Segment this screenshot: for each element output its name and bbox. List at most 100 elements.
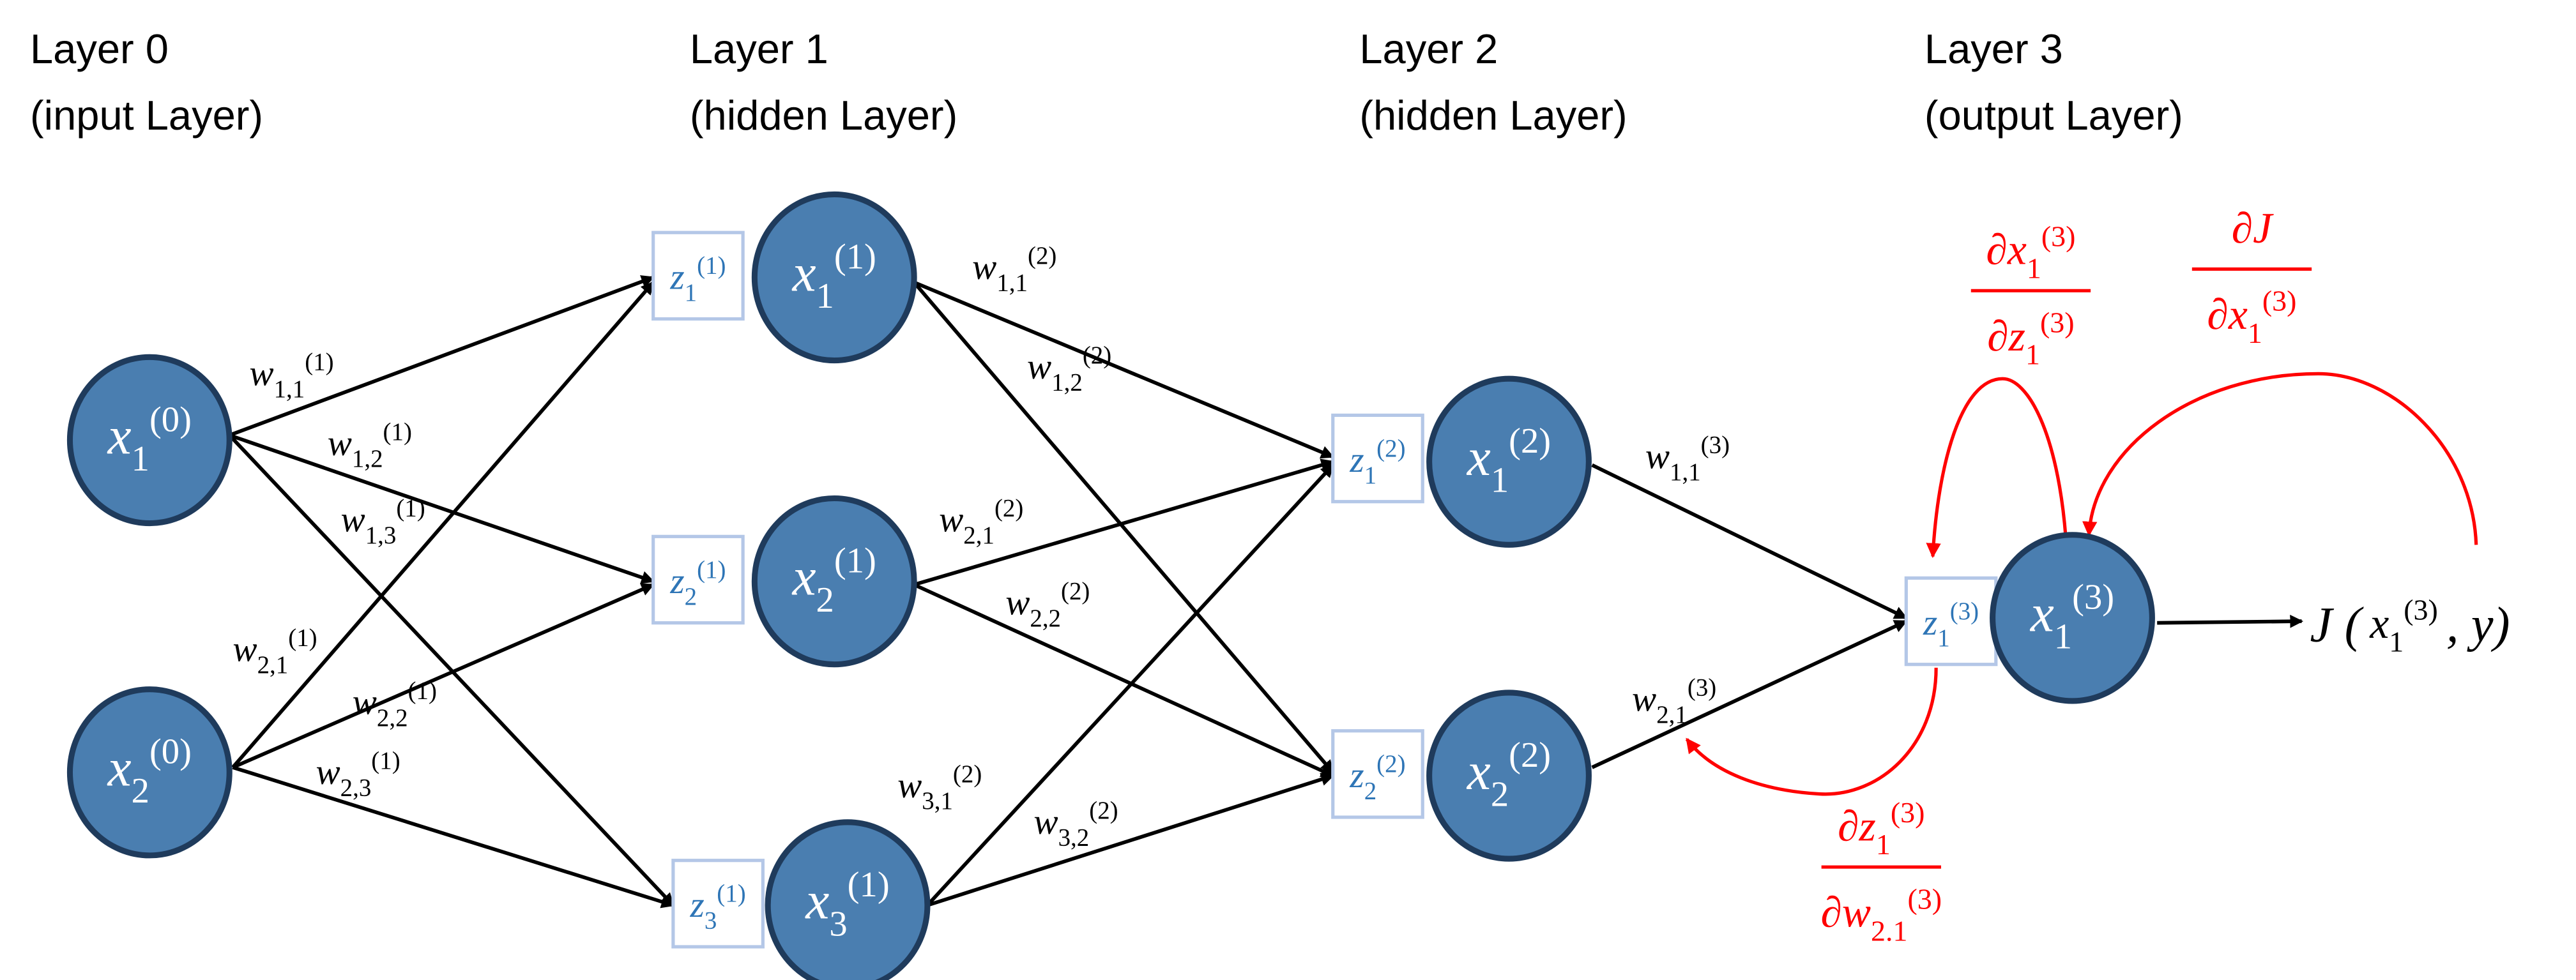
math-subscript: 2 xyxy=(816,580,834,620)
math-superscript: (2) xyxy=(1089,797,1118,824)
layer-2-title: Layer 2 xyxy=(1359,26,1498,72)
weight-label: w2,2(1) xyxy=(353,677,437,732)
z-label: z2(2) xyxy=(1349,750,1405,804)
math-subscript: 1 xyxy=(132,439,149,479)
math-subscript: 1,1 xyxy=(274,375,305,403)
neuron-label: x1(1) xyxy=(791,237,876,316)
math-superscript: (2) xyxy=(953,760,982,788)
math-base: w xyxy=(1005,583,1030,623)
z-label: z1(1) xyxy=(669,252,726,306)
nodes: x1(0)x2(0)x1(1)x2(1)x3(1)x1(2)x2(2)x1(3) xyxy=(66,191,2155,980)
math-superscript: (3) xyxy=(1701,432,1730,459)
math-subscript: 2 xyxy=(1491,774,1509,814)
math-superscript: (0) xyxy=(149,400,192,439)
gradient-arrows xyxy=(1685,372,2478,796)
math-base: w xyxy=(232,629,257,669)
gradient-arrow-weight xyxy=(1685,667,1938,796)
math-base: w xyxy=(972,247,996,287)
math-base: w xyxy=(341,500,365,540)
layer-3-subtitle: (output Layer) xyxy=(1924,92,2183,139)
z-box xyxy=(1904,576,1998,667)
math-base: z xyxy=(669,257,684,298)
math-base: x xyxy=(804,872,829,931)
neuron-label: x2(2) xyxy=(1466,735,1551,815)
cost-prefix: J ( xyxy=(2310,596,2364,652)
z-boxes: z1(1)z2(1)z3(1)z1(2)z2(2)z1(3) xyxy=(652,230,1998,949)
math-subscript: 1 xyxy=(2027,252,2041,284)
math-base: x xyxy=(107,407,132,465)
neuron-label: x3(1) xyxy=(804,865,889,944)
neuron-label: x1(2) xyxy=(1466,421,1551,501)
math-base: ∂J xyxy=(2232,204,2274,252)
math-superscript: (3) xyxy=(1908,882,1942,915)
math-base: z xyxy=(1923,603,1937,643)
edge-arrow xyxy=(913,280,1335,459)
math-superscript: (3) xyxy=(1891,796,1925,829)
math-base: x xyxy=(2029,585,2054,644)
math-superscript: (2) xyxy=(1376,750,1405,778)
math-base: z xyxy=(690,885,705,925)
math-subscript: 3,1 xyxy=(922,787,953,815)
math-superscript: (1) xyxy=(408,677,437,705)
fraction-numerator: ∂z1(3) xyxy=(1838,796,1924,861)
cost-suffix: , y) xyxy=(2446,596,2510,652)
math-superscript: (1) xyxy=(288,624,317,651)
math-superscript: (0) xyxy=(149,732,192,772)
math-subscript: 2 xyxy=(685,583,697,610)
neuron-circle xyxy=(1426,375,1592,548)
layer-1-title: Layer 1 xyxy=(690,26,828,72)
math-superscript: (2) xyxy=(1376,435,1405,462)
math-subscript: 1 xyxy=(2248,317,2262,349)
z-label: z1(2) xyxy=(1349,435,1405,489)
math-base: ∂w xyxy=(1820,889,1871,937)
fraction-denominator: ∂z1(3) xyxy=(1987,306,2074,371)
neuron-label: x2(1) xyxy=(791,541,876,620)
math-base: z xyxy=(669,561,684,601)
math-superscript: (2) xyxy=(1083,342,1111,369)
math-superscript: (2) xyxy=(995,495,1023,522)
math-superscript: (3) xyxy=(2072,578,2114,617)
math-superscript: (1) xyxy=(396,495,425,522)
layer-1-subtitle: (hidden Layer) xyxy=(690,92,957,139)
math-base: ∂x xyxy=(2207,290,2247,338)
math-subscript: 1 xyxy=(2389,626,2404,658)
neuron-label: x1(3) xyxy=(2029,578,2114,657)
math-base: ∂z xyxy=(1838,802,1876,850)
math-subscript: 2,1 xyxy=(963,522,995,549)
math-superscript: (3) xyxy=(1950,598,1979,625)
math-superscript: (1) xyxy=(717,880,745,907)
layer-3-title: Layer 3 xyxy=(1924,26,2063,72)
math-base: w xyxy=(939,500,963,540)
neuron-label: x1(0) xyxy=(107,400,192,479)
math-base: w xyxy=(1645,437,1670,477)
z-box xyxy=(671,859,765,949)
cost-function: J (x1(3), y) xyxy=(2310,594,2510,658)
edge-arrow xyxy=(913,458,1335,587)
math-base: w xyxy=(1027,347,1051,387)
math-superscript: (2) xyxy=(1509,735,1551,775)
math-subscript: 1,2 xyxy=(1051,369,1083,396)
math-base: w xyxy=(353,682,377,723)
math-superscript: (3) xyxy=(2041,220,2076,252)
math-base: x xyxy=(1466,428,1491,487)
fraction-denominator: ∂w2.1(3) xyxy=(1820,882,1942,947)
math-subscript: 2 xyxy=(1364,778,1376,805)
math-base: ∂z xyxy=(1987,312,2025,360)
gradient-arrow-activation xyxy=(1926,377,2068,559)
layer-0-title: Layer 0 xyxy=(30,26,169,72)
weight-label: w2,1(3) xyxy=(1632,674,1716,728)
math-base: w xyxy=(1033,802,1058,842)
math-superscript: (1) xyxy=(834,541,876,580)
neuron-circle xyxy=(765,819,931,980)
gradient-arrow-cost xyxy=(2082,372,2478,545)
math-subscript: 3 xyxy=(829,904,847,944)
gradient-fractions: ∂x1(3)∂z1(3)∂J∂x1(3)∂z1(3)∂w2.1(3) xyxy=(1820,204,2312,947)
math-subscript: 1 xyxy=(1876,828,1891,861)
math-base: w xyxy=(1632,679,1656,720)
math-superscript: (3) xyxy=(2040,306,2075,339)
math-base: x xyxy=(791,244,816,303)
weight-label: w1,2(1) xyxy=(328,418,412,472)
weight-labels: w1,1(1)w1,2(1)w1,3(1)w2,1(1)w2,2(1)w2,3(… xyxy=(232,242,1730,851)
cost-argument: x1(3) xyxy=(2369,594,2438,658)
